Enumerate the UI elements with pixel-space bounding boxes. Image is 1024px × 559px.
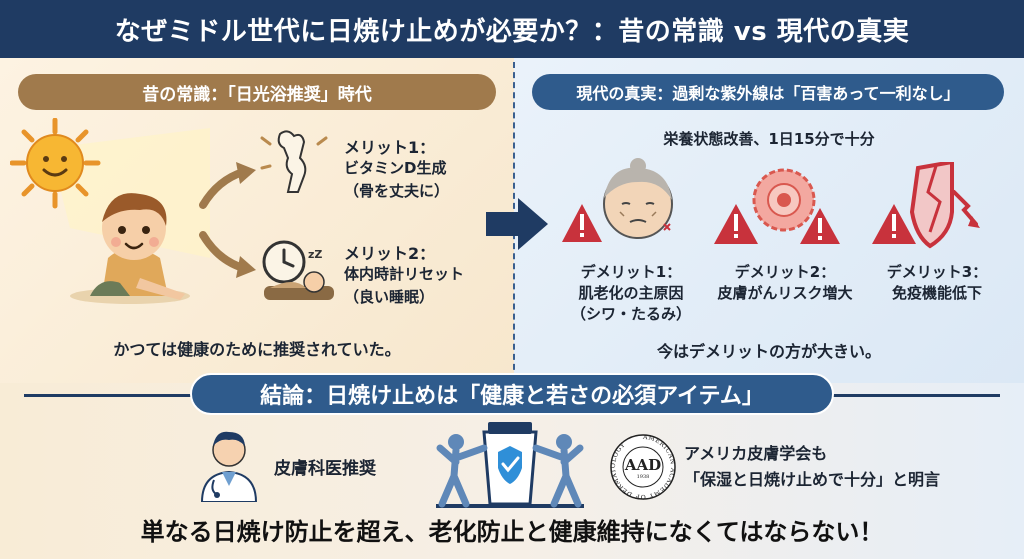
clock-sleep-icon: zZ [262,240,334,300]
left-heading: 昔の常識：「日光浴推奨」時代 [18,74,496,110]
doctor-label: 皮膚科医推奨 [274,459,376,479]
merit1-title: メリット1： [344,138,436,157]
svg-text:zZ: zZ [308,248,322,261]
cancer-cell-warning-icon [714,168,840,244]
demerit3-title: デメリット3： [886,263,988,281]
merit1-line2: （骨を丈夫に） [344,182,450,200]
broken-shield-warning-icon [872,162,980,249]
aad-line2: 「保湿と日焼け止めで十分」と明言 [684,470,941,489]
bone-icon [260,130,328,193]
demerit1-text: デメリット1： 肌老化の主原因 （シワ・たるみ） [566,262,696,325]
merit2-title: メリット2： [344,244,436,263]
aad-year: 1938 [636,474,650,480]
merit2-line1: 体内時計リセット [344,265,465,283]
demerit1-line2: （シワ・たるみ） [570,305,691,323]
doctor-icon [200,431,258,502]
demerit2-text: デメリット2： 皮膚がんリスク増大 [706,262,864,304]
child-icon [70,193,190,304]
merit-arrows [199,162,256,278]
conclusion-banner: 結論：日焼け止めは「健康と若さの必須アイテム」 [190,373,834,415]
demerit3-line1: 免疫機能低下 [891,284,982,302]
left-caption: かつては健康のために推奨されていた。 [113,340,401,359]
aad-line1: アメリカ皮膚学会も [684,444,828,463]
transition-arrow-icon [486,198,548,250]
header-banner: なぜミドル世代に日焼け止めが必要か？：昔の常識 vs 現代の真実 [0,0,1024,58]
final-statement: 単なる日焼け防止を超え、老化防止と健康維持になくてはならない！ [140,518,884,546]
merit1-line1: ビタミンD生成 [344,159,447,177]
aad-seal-ring: AMERICAN ACADEMY OF DERMATOLOGY [610,434,676,500]
aad-logo-text: AAD [624,456,662,474]
merit2-line2: （良い睡眠） [344,288,435,306]
aging-face-warning-icon [562,158,673,242]
aad-seal: AMERICAN ACADEMY OF DERMATOLOGY AAD 1938 [610,434,676,500]
demerit3-text: デメリット3： 免疫機能低下 [872,262,1002,304]
demerit2-line1: 皮膚がんリスク増大 [717,284,853,302]
team-sunscreen-icon [436,422,584,508]
sun-child-illustration [10,118,210,304]
sun-icon [10,118,101,209]
demerit2-title: デメリット2： [734,263,836,281]
right-heading: 現代の真実：過剰な紫外線は「百害あって一利なし」 [532,74,1004,110]
page-title: なぜミドル世代に日焼け止めが必要か？：昔の常識 vs 現代の真実 [114,16,910,47]
demerit1-line1: 肌老化の主原因 [578,284,684,302]
right-caption: 今はデメリットの方が大きい。 [656,342,881,361]
right-subheading: 栄養状態改善、1日15分で十分 [663,130,875,148]
demerit1-title: デメリット1： [580,263,682,281]
